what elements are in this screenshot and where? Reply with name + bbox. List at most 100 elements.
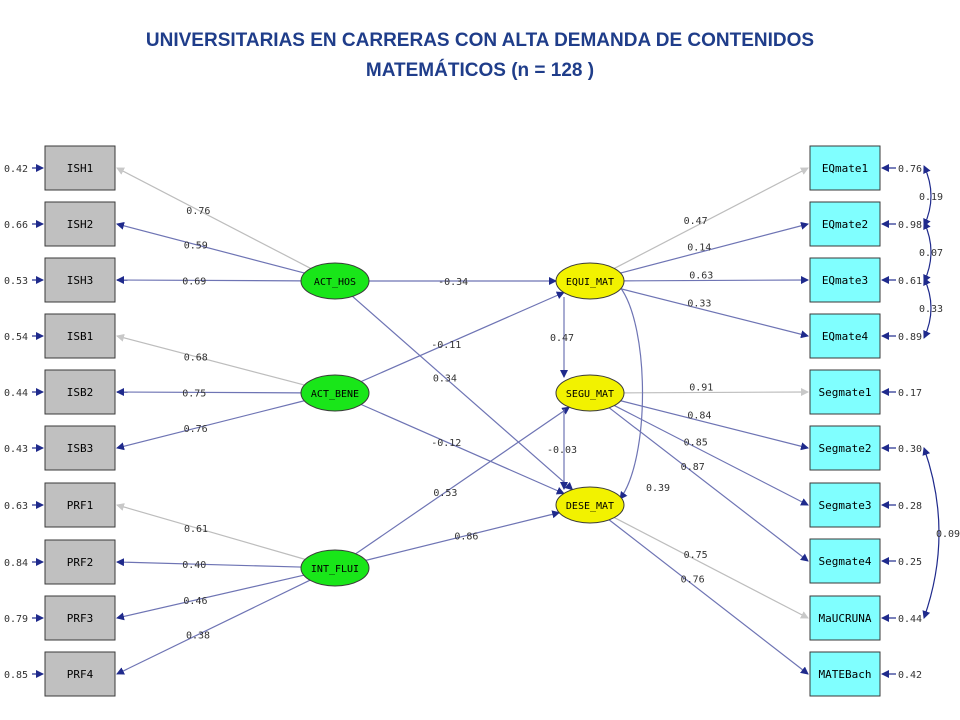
indicator-prf4: PRF4	[44, 651, 116, 697]
loading-path-bene-isb1	[116, 333, 305, 386]
loading-label-ish3: 0.69	[182, 276, 206, 287]
latent-oval	[555, 262, 625, 300]
indicator-label: EQmate1	[822, 162, 868, 175]
latent-label: SEGU_MAT	[566, 389, 614, 400]
error-covariance-label-eq2-eq3: 0.07	[919, 248, 943, 259]
indicator-prf2: PRF2	[44, 539, 116, 585]
error-label-sg3: 0.28	[898, 501, 922, 512]
structural-label-segu-dese: -0.03	[547, 445, 577, 456]
structural-path-bene-equi	[360, 291, 565, 383]
loading-label-sg2: 0.84	[687, 411, 711, 422]
indicator-prf3: PRF3	[44, 595, 116, 641]
error-label-eq3: 0.61	[898, 276, 922, 287]
indicator-box	[44, 425, 116, 471]
indicator-box	[809, 425, 881, 471]
structural-path-hos-dese	[352, 295, 574, 491]
loading-label-mau: 0.75	[684, 550, 708, 561]
error-label-eq2: 0.98	[898, 220, 922, 231]
loading-label-eq3: 0.63	[689, 270, 713, 281]
loading-path-hos-ish2	[116, 221, 305, 274]
indicator-label: EQmate2	[822, 218, 868, 231]
structural-label-bene-dese: -0.12	[431, 438, 461, 449]
indicator-isb2: ISB2	[44, 369, 116, 415]
indicator-label: ISB3	[67, 442, 94, 455]
latent-oval	[555, 486, 625, 524]
indicator-box	[809, 651, 881, 697]
structural-path-flui-segu	[355, 406, 571, 555]
structural-label-equi-segu: 0.47	[550, 333, 574, 344]
latent-label: INT_FLUI	[311, 564, 359, 575]
loading-label-prf1: 0.61	[184, 524, 208, 535]
loading-path-flui-prf1	[116, 503, 306, 560]
loading-path-equi-eq1	[614, 167, 809, 269]
latent-oval	[300, 374, 370, 412]
error-label-prf1: 0.63	[4, 501, 28, 512]
indicator-label: PRF2	[67, 556, 94, 569]
indicator-label: ISB1	[67, 330, 94, 343]
indicator-box	[44, 201, 116, 247]
loading-path-equi-eq4	[620, 288, 809, 339]
loading-label-ish2: 0.59	[184, 241, 208, 252]
structural-label-equi-dese: 0.39	[646, 483, 670, 494]
error-label-mat: 0.42	[898, 670, 922, 681]
structural-path-flui-dese	[365, 510, 561, 561]
loading-path-flui-prf3	[116, 574, 304, 621]
latent-label: ACT_BENE	[311, 389, 359, 400]
latent-label: EQUI_MAT	[566, 277, 614, 288]
loading-path-segu-sg4	[608, 407, 809, 562]
loading-label-eq2: 0.14	[687, 242, 711, 253]
loading-path-hos-ish3	[116, 276, 302, 285]
latent-int-flui: INT_FLUI	[300, 549, 370, 587]
indicator-label: MaUCRUNA	[819, 612, 872, 625]
indicator-label: Segmate2	[819, 442, 872, 455]
structural-label-flui-dese: 0.86	[454, 532, 478, 543]
loading-label-sg3: 0.85	[684, 437, 708, 448]
error-label-prf2: 0.84	[4, 558, 28, 569]
indicator-label: ISH1	[67, 162, 94, 175]
indicator-box	[809, 201, 881, 247]
indicator-box	[44, 595, 116, 641]
error-label-mau: 0.44	[898, 614, 922, 625]
loading-path-flui-prf4	[116, 579, 311, 675]
indicator-label: MATEBach	[819, 668, 872, 681]
loading-path-bene-isb2	[116, 388, 302, 397]
indicator-label: EQmate4	[822, 330, 869, 343]
loading-label-isb2: 0.75	[182, 388, 206, 399]
latent-act-bene: ACT_BENE	[300, 374, 370, 412]
loading-label-isb1: 0.68	[184, 353, 208, 364]
indicator-label: Segmate4	[819, 555, 872, 568]
indicator-isb3: ISB3	[44, 425, 116, 471]
latent-label: DESE_MAT	[566, 501, 614, 512]
indicator-ish1: ISH1	[44, 145, 116, 191]
error-covariance-eq3-eq4	[923, 277, 932, 339]
loading-path-dese-mau	[614, 517, 809, 619]
loading-label-mat: 0.76	[681, 575, 705, 586]
loading-label-sg1: 0.91	[689, 382, 713, 393]
indicator-box	[809, 257, 881, 303]
indicator-label: Segmate1	[819, 386, 872, 399]
loading-label-isb3: 0.76	[184, 424, 208, 435]
error-covariance-sg2-mau	[922, 447, 940, 619]
error-label-eq4: 0.89	[898, 332, 922, 343]
indicator-matebach: MATEBach	[809, 651, 881, 697]
indicator-label: PRF4	[67, 668, 94, 681]
indicator-segmate2: Segmate2	[809, 425, 881, 471]
loading-path-dese-mat	[608, 519, 809, 675]
loading-path-equi-eq3	[623, 276, 809, 285]
latent-dese-mat: DESE_MAT	[555, 486, 625, 524]
indicator-box	[44, 313, 116, 359]
loading-path-segu-sg2	[620, 400, 809, 451]
loading-path-equi-eq2	[620, 221, 809, 274]
latent-label: ACT_HOS	[314, 277, 356, 288]
indicator-ish3: ISH3	[44, 257, 116, 303]
indicator-segmate4: Segmate4	[809, 538, 881, 584]
loading-path-hos-ish1	[116, 167, 311, 269]
latent-segu-mat: SEGU_MAT	[555, 374, 625, 412]
indicator-box	[44, 145, 116, 191]
indicator-segmate3: Segmate3	[809, 482, 881, 528]
error-label-prf3: 0.79	[4, 614, 28, 625]
indicator-label: ISH3	[67, 274, 94, 287]
latent-act-hos: ACT_HOS	[300, 262, 370, 300]
error-label-prf4: 0.85	[4, 670, 28, 681]
